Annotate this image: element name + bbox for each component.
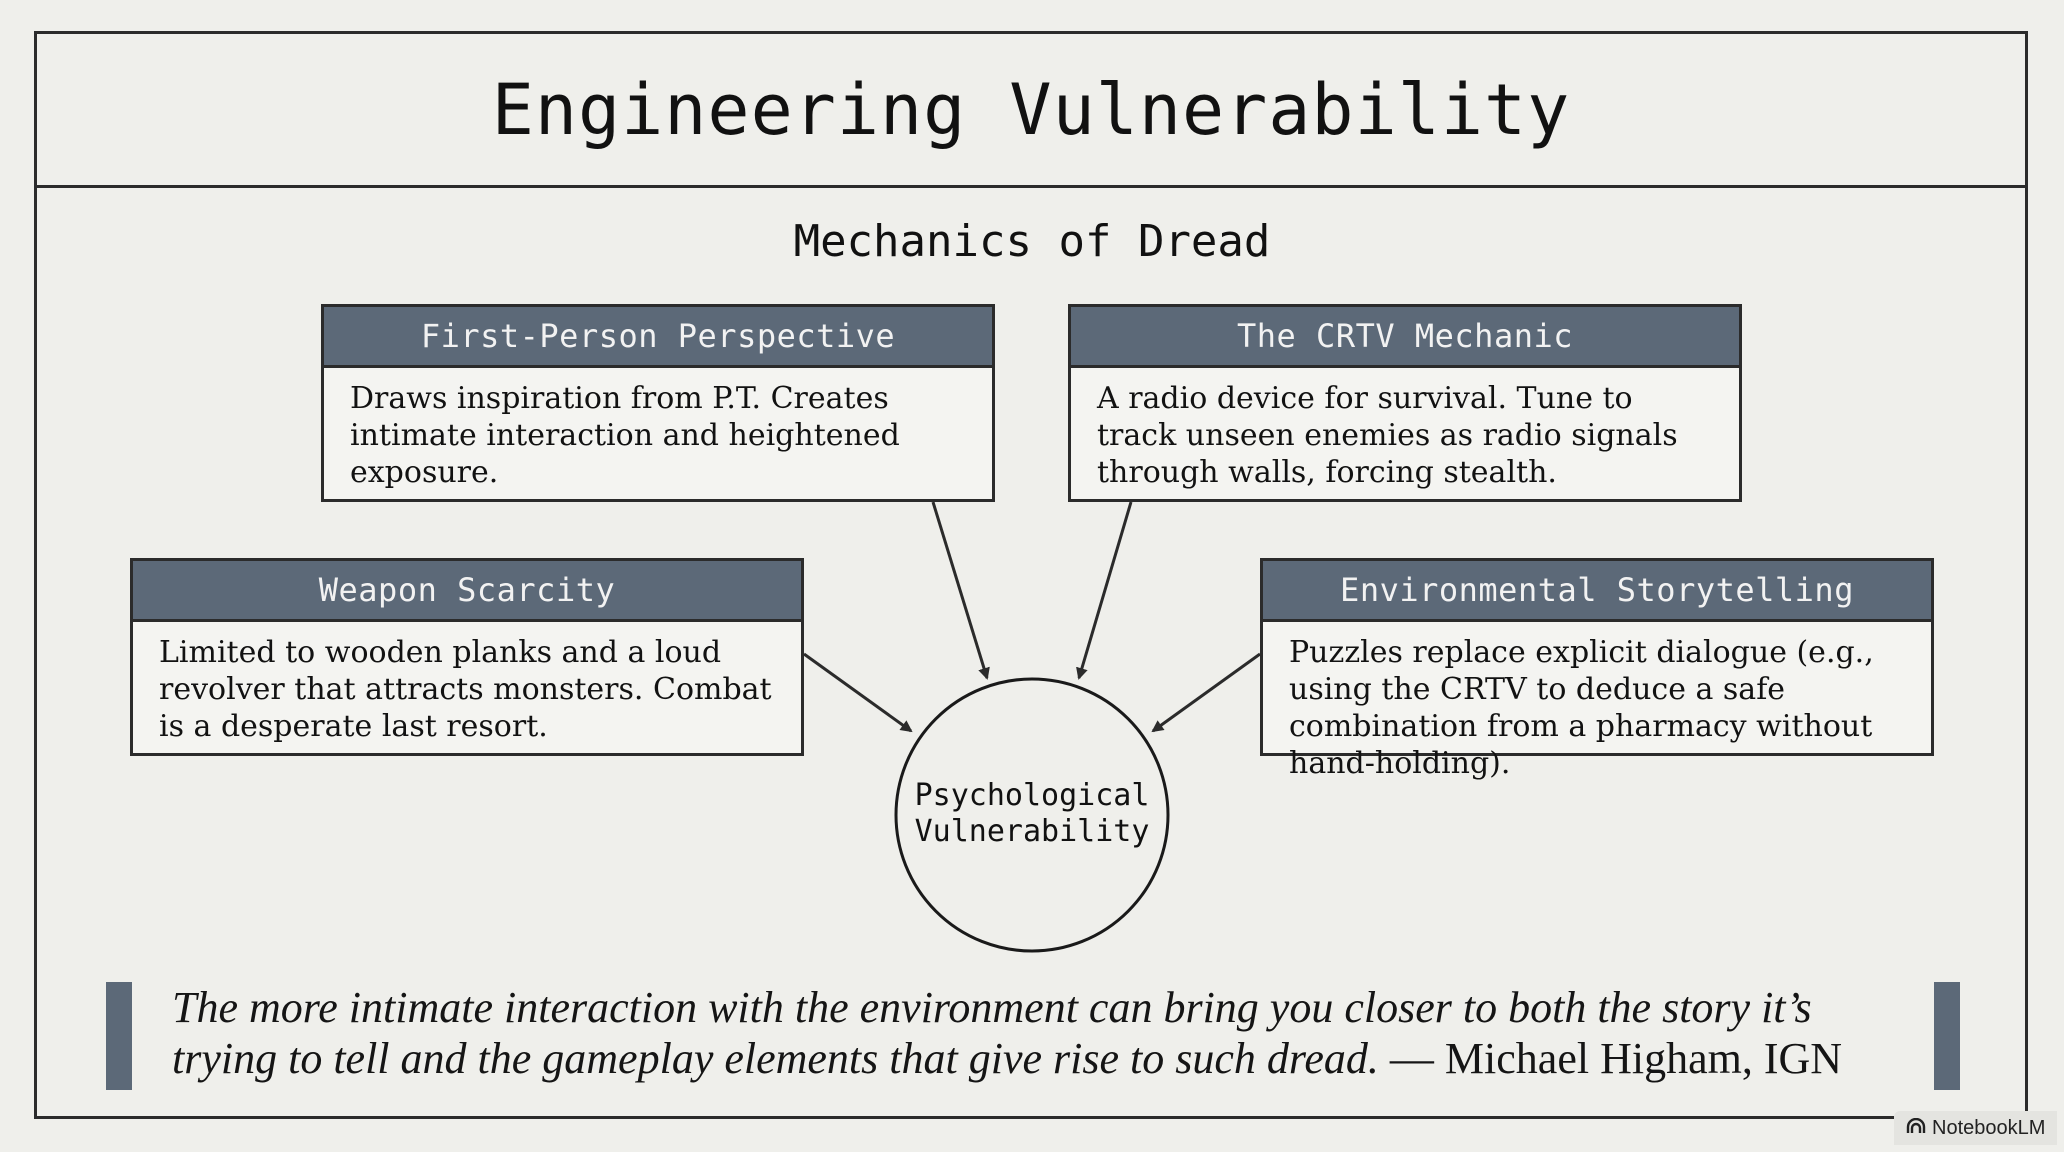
- card-body: A radio device for survival. Tune to tra…: [1097, 381, 1678, 490]
- slide-title: Engineering Vulnerability: [491, 68, 1571, 151]
- card-header: The CRTV Mechanic: [1071, 307, 1739, 368]
- title-bar: Engineering Vulnerability: [37, 34, 2025, 188]
- quote-attribution: — Michael Higham, IGN: [1389, 1034, 1843, 1083]
- arrow-environment: [1151, 652, 1261, 733]
- center-label-line1: Psychological: [914, 778, 1150, 813]
- center-label-line2: Vulnerability: [914, 814, 1150, 849]
- quote-text: The more intimate interaction with the e…: [172, 983, 1812, 1083]
- diagram-subtitle: Mechanics of Dread: [793, 216, 1271, 267]
- card-header: Weapon Scarcity: [133, 561, 801, 622]
- card-body: Draws inspiration from P.T. Creates inti…: [350, 381, 900, 490]
- center-circle: [894, 677, 1170, 953]
- quote-bar-right: [1934, 982, 1960, 1090]
- card-body: Limited to wooden planks and a loud revo…: [159, 635, 772, 744]
- arrow-weapon: [803, 652, 913, 733]
- arrow-crtv: [1076, 501, 1133, 680]
- arrow-first-person: [931, 501, 990, 680]
- notebooklm-logo-icon: [1906, 1117, 1926, 1140]
- card-body: Puzzles replace explicit dialogue (e.g.,…: [1289, 635, 1874, 781]
- quote-block: The more intimate interaction with the e…: [172, 982, 1892, 1084]
- card-weapon-scarcity: Weapon Scarcity Limited to wooden planks…: [130, 558, 804, 756]
- card-header: First-Person Perspective: [324, 307, 992, 368]
- slide-frame: Engineering Vulnerability: [34, 31, 2028, 1119]
- badge-label: NotebookLM: [1932, 1116, 2046, 1139]
- card-header: Environmental Storytelling: [1263, 561, 1931, 622]
- quote-bar-left: [106, 982, 132, 1090]
- notebooklm-badge[interactable]: NotebookLM: [1894, 1111, 2058, 1145]
- card-first-person-perspective: First-Person Perspective Draws inspirati…: [321, 304, 995, 502]
- card-crtv-mechanic: The CRTV Mechanic A radio device for sur…: [1068, 304, 1742, 502]
- card-environmental-storytelling: Environmental Storytelling Puzzles repla…: [1260, 558, 1934, 781]
- center-node-label: Psychological Vulnerability: [895, 778, 1169, 850]
